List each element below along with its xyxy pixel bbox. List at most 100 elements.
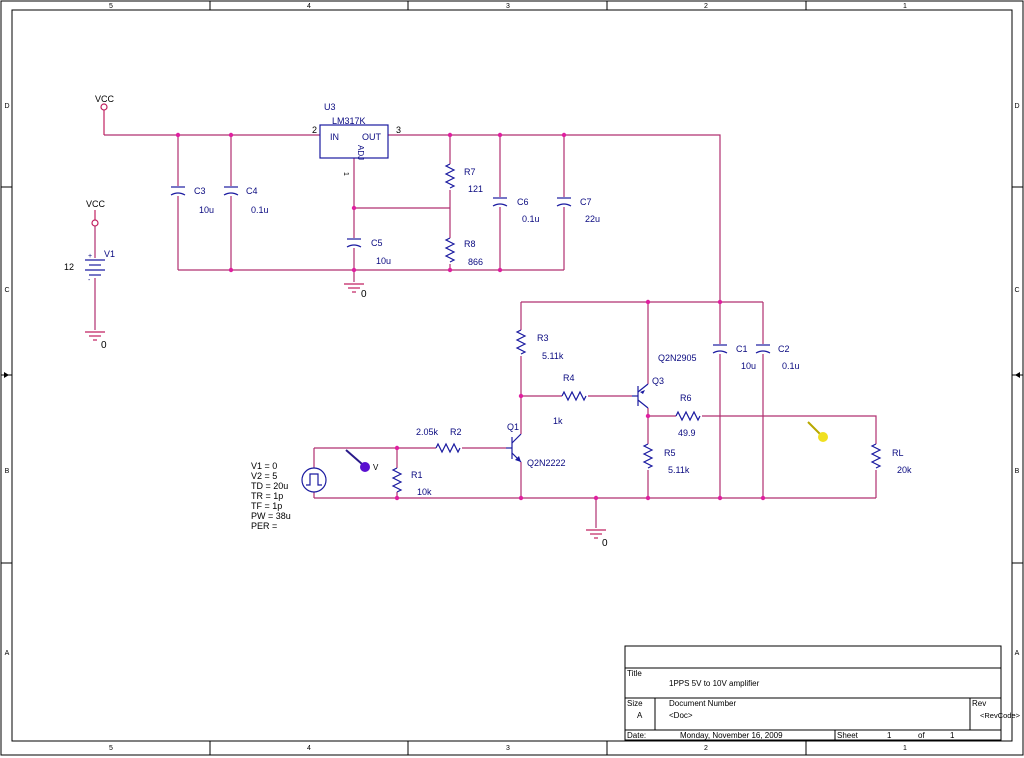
r2-value: 2.05k	[416, 427, 439, 437]
col-label: 4	[307, 3, 311, 10]
u3-part: LM317K	[332, 116, 366, 126]
battery-v1[interactable]: + - V1 12	[64, 249, 115, 284]
date-label: Date:	[627, 731, 646, 740]
resistor-r1[interactable]: R1 10k	[391, 467, 432, 497]
size-value: A	[637, 711, 643, 720]
c1-refdes: C1	[736, 344, 748, 354]
source-param: V1 = 0	[251, 461, 277, 471]
r7-value: 121	[468, 184, 483, 194]
resistor-r2[interactable]: R2 2.05k	[416, 427, 462, 454]
u3-pin-number: 3	[396, 125, 401, 135]
resistor-r8[interactable]: R8 866	[444, 237, 483, 267]
gnd-label: 0	[602, 538, 608, 549]
r2-refdes: R2	[450, 427, 462, 437]
source-param: V2 = 5	[251, 471, 277, 481]
capacitor-c4[interactable]: C4 0.1u	[223, 186, 269, 215]
resistor-r5[interactable]: R5 5.11k	[642, 443, 690, 475]
r6-value: 49.9	[678, 428, 696, 438]
transistor-q3[interactable]: Q3 Q2N2905	[632, 353, 697, 409]
vcc-symbol-top[interactable]: VCC	[95, 94, 115, 135]
sheet-label: Sheet	[837, 731, 859, 740]
capacitor-c6[interactable]: C6 0.1u	[492, 197, 540, 224]
sheet-value: 1	[887, 731, 892, 740]
source-parameters: V1 = 0 V2 = 5 TD = 20u TR = 1p TF = 1p P…	[251, 461, 291, 531]
resistor-r3[interactable]: R3 5.11k	[515, 329, 564, 361]
c1-value: 10u	[741, 361, 756, 371]
rl-value: 20k	[897, 465, 912, 475]
source-param: TF = 1p	[251, 501, 282, 511]
voltage-probe-output-icon[interactable]	[807, 421, 828, 442]
col-label: 2	[704, 745, 708, 752]
r6-refdes: R6	[680, 393, 692, 403]
pulse-source-v1[interactable]	[301, 467, 327, 493]
vcc-label: VCC	[86, 199, 106, 209]
title-label: Title	[627, 669, 642, 678]
row-label: A	[1015, 650, 1020, 657]
vcc-symbol-battery[interactable]: VCC	[86, 199, 106, 227]
r4-value: 1k	[553, 416, 563, 426]
c3-value: 10u	[199, 205, 214, 215]
u3-pin-out: OUT	[362, 132, 382, 142]
col-label: 4	[307, 745, 311, 752]
resistor-r4[interactable]: R4 1k	[553, 373, 587, 426]
probe-label: V	[373, 463, 379, 472]
u3-pin-in: IN	[330, 132, 339, 142]
col-label: 1	[903, 3, 907, 10]
row-label: A	[5, 650, 10, 657]
junctions	[175, 132, 766, 501]
v1-value: 12	[64, 262, 74, 272]
u3-pin-adj: ADJ	[356, 145, 365, 160]
r5-value: 5.11k	[668, 465, 690, 475]
row-label: B	[1015, 468, 1020, 475]
frame-column-labels-top: 5 4 3 2 1	[109, 3, 907, 10]
rl-refdes: RL	[892, 448, 904, 458]
r5-refdes: R5	[664, 448, 676, 458]
u3-refdes: U3	[324, 102, 336, 112]
c4-value: 0.1u	[251, 205, 269, 215]
gnd-label: 0	[361, 289, 367, 300]
resistor-r6[interactable]: R6 49.9	[675, 393, 701, 438]
col-label: 3	[506, 3, 510, 10]
r3-refdes: R3	[537, 333, 549, 343]
capacitor-c2[interactable]: C2 0.1u	[755, 344, 800, 371]
row-label: C	[1014, 287, 1019, 294]
col-label: 2	[704, 3, 708, 10]
q1-part: Q2N2222	[527, 458, 566, 468]
size-label: Size	[627, 699, 643, 708]
transistor-q1[interactable]: Q1 Q2N2222	[506, 422, 566, 476]
capacitor-c3[interactable]: C3 10u	[170, 186, 214, 215]
ground-icon: 0	[85, 331, 107, 351]
u3-pin-number: 1	[342, 172, 349, 176]
source-param: PER =	[251, 521, 277, 531]
row-label: D	[4, 103, 9, 110]
r8-value: 866	[468, 257, 483, 267]
capacitor-c5[interactable]: C5 10u	[346, 238, 391, 266]
col-label: 5	[109, 745, 113, 752]
vcc-label: VCC	[95, 94, 115, 104]
resistor-rl[interactable]: RL 20k	[870, 443, 912, 475]
c7-refdes: C7	[580, 197, 592, 207]
resistor-r7[interactable]: R7 121	[444, 163, 483, 194]
capacitor-c1[interactable]: C1 10u	[712, 344, 756, 371]
title-block: Title 1PPS 5V to 10V amplifier Size A Do…	[624, 645, 1021, 741]
capacitor-c7[interactable]: C7 22u	[556, 197, 600, 224]
frame-row-labels-right: D C B A	[1014, 103, 1019, 657]
r8-refdes: R8	[464, 239, 476, 249]
c3-refdes: C3	[194, 186, 206, 196]
col-label: 3	[506, 745, 510, 752]
c6-value: 0.1u	[522, 214, 540, 224]
col-label: 1	[903, 745, 907, 752]
gnd-label: 0	[101, 340, 107, 351]
source-param: PW = 38u	[251, 511, 291, 521]
q3-part: Q2N2905	[658, 353, 697, 363]
ground-icon: 0	[586, 529, 608, 549]
doc-number-label: Document Number	[669, 699, 736, 708]
rev-label: Rev	[972, 699, 986, 708]
v1-label: V1	[104, 249, 115, 259]
row-label: C	[4, 287, 9, 294]
r7-refdes: R7	[464, 167, 476, 177]
voltage-probe-icon[interactable]: V	[345, 449, 379, 472]
regulator-u3[interactable]: U3 LM317K IN OUT ADJ 2 3 1	[312, 102, 401, 176]
